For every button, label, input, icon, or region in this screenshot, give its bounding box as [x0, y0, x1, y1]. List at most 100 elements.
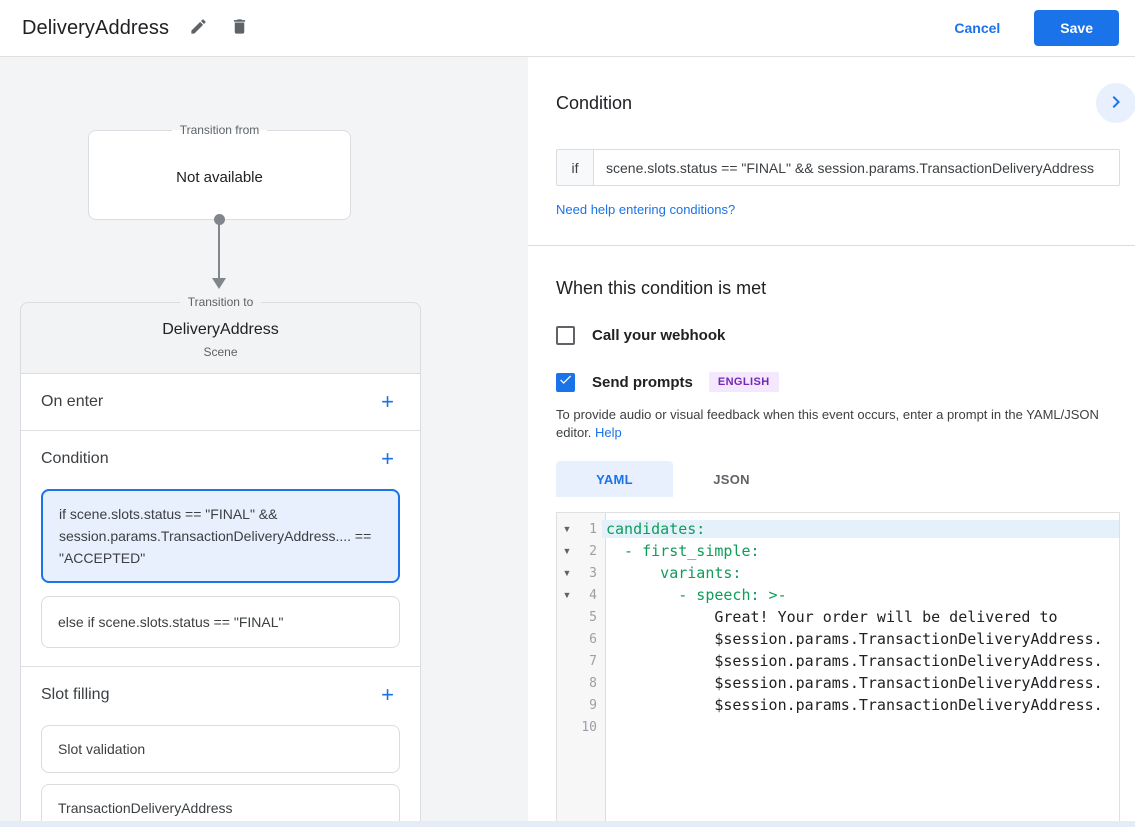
scene-card-body: On enter + Condition + if scene.slots.st… — [21, 374, 420, 827]
top-bar: DeliveryAddress Cancel Save — [0, 0, 1135, 57]
language-badge: ENGLISH — [708, 372, 779, 392]
slot-validation-card[interactable]: Slot validation — [41, 725, 400, 773]
webhook-row: Call your webhook — [556, 326, 1120, 345]
slot-filling-label: Slot filling — [41, 686, 110, 703]
on-enter-label: On enter — [41, 393, 104, 410]
code-line: 7 $session.params.TransactionDeliveryAdd… — [557, 650, 1119, 672]
scene-type: Scene — [203, 345, 238, 359]
line-number: 7 — [589, 653, 597, 669]
transition-to-label: Transition to — [187, 295, 254, 309]
page-title: DeliveryAddress — [22, 16, 170, 39]
condition-expression-input[interactable] — [594, 150, 1119, 185]
line-number: 4 — [589, 587, 597, 603]
send-prompts-row: Send prompts ENGLISH — [556, 372, 1120, 392]
call-webhook-checkbox[interactable] — [556, 326, 575, 345]
yaml-code-editor[interactable]: ▼ 1 candidates: ▼ 2 - first_simple: ▼ 3 … — [556, 512, 1120, 827]
line-number: 10 — [581, 719, 597, 735]
add-icon: + — [381, 682, 394, 707]
condition-section: Condition + — [21, 431, 420, 487]
tab-json[interactable]: JSON — [713, 471, 750, 487]
line-number: 6 — [589, 631, 597, 647]
call-webhook-label: Call your webhook — [592, 327, 726, 344]
slot-cards: Slot validation TransactionDeliveryAddre… — [21, 723, 420, 827]
add-condition-button[interactable]: + — [375, 447, 400, 471]
if-prefix: if — [557, 150, 594, 185]
check-icon — [558, 372, 573, 392]
send-prompts-checkbox[interactable] — [556, 372, 575, 392]
delete-scene-button[interactable] — [224, 11, 255, 45]
delete-icon — [230, 17, 249, 39]
condition-section-label: Condition — [41, 450, 109, 467]
code-text: - first_simple: — [606, 542, 760, 560]
add-on-enter-button[interactable]: + — [375, 390, 400, 414]
code-line: ▼ 1 candidates: — [557, 518, 1119, 540]
code-text: $session.params.TransactionDeliveryAddre… — [606, 674, 1103, 692]
line-number: 8 — [589, 675, 597, 691]
code-text: - speech: >- — [606, 586, 787, 604]
collapse-panel-button[interactable] — [1096, 83, 1135, 123]
add-icon: + — [381, 389, 394, 414]
line-number: 1 — [589, 521, 597, 537]
prompt-description: To provide audio or visual feedback when… — [556, 407, 1099, 440]
transition-from-box: Transition from Not available — [88, 123, 351, 220]
condition-help-link[interactable]: Need help entering conditions? — [556, 202, 736, 217]
code-text: $session.params.TransactionDeliveryAddre… — [606, 696, 1103, 714]
section-divider — [21, 666, 420, 667]
edit-icon — [189, 17, 208, 39]
code-line: 9 $session.params.TransactionDeliveryAdd… — [557, 694, 1119, 716]
fold-arrow-icon[interactable]: ▼ — [562, 524, 572, 534]
scene-flow-panel: Transition from Not available Transition… — [0, 57, 528, 827]
chevron-right-icon — [1104, 90, 1128, 117]
when-condition-heading: When this condition is met — [556, 278, 767, 298]
line-number: 3 — [589, 565, 597, 581]
panel-divider — [528, 245, 1135, 246]
line-number: 9 — [589, 697, 597, 713]
code-text: candidates: — [602, 520, 1119, 538]
fold-arrow-icon[interactable]: ▼ — [562, 590, 572, 600]
connector-arrow-icon — [212, 278, 226, 289]
editor-tabs: YAML JSON — [556, 461, 1120, 497]
code-line: ▼ 3 variants: — [557, 562, 1119, 584]
code-line: 10 — [557, 716, 1119, 738]
code-text: variants: — [606, 564, 742, 582]
editor-gutter — [557, 513, 606, 827]
code-line: ▼ 4 - speech: >- — [557, 584, 1119, 606]
on-enter-section: On enter + — [21, 374, 420, 430]
code-line: ▼ 2 - first_simple: — [557, 540, 1119, 562]
code-line: 8 $session.params.TransactionDeliveryAdd… — [557, 672, 1119, 694]
condition-cards: if scene.slots.status == "FINAL" && sess… — [21, 487, 420, 666]
edit-title-button[interactable] — [183, 11, 214, 45]
send-prompts-label: Send prompts — [592, 373, 693, 391]
line-number: 5 — [589, 609, 597, 625]
line-number: 2 — [589, 543, 597, 559]
scene-name: DeliveryAddress — [162, 321, 279, 338]
transition-from-label: Transition from — [179, 123, 260, 137]
connector-dot — [214, 214, 225, 225]
save-button[interactable]: Save — [1034, 10, 1119, 46]
condition-card-selected[interactable]: if scene.slots.status == "FINAL" && sess… — [41, 489, 400, 583]
code-text: Great! Your order will be delivered to — [606, 608, 1058, 626]
cancel-button[interactable]: Cancel — [938, 12, 1016, 44]
horizontal-scrollbar[interactable] — [0, 821, 1135, 827]
tab-yaml[interactable]: YAML — [556, 461, 673, 497]
fold-arrow-icon[interactable]: ▼ — [562, 568, 572, 578]
code-line: 5 Great! Your order will be delivered to — [557, 606, 1119, 628]
condition-expression-field: if — [556, 149, 1120, 186]
add-icon: + — [381, 446, 394, 471]
condition-editor-panel: Condition if Need help entering conditio… — [528, 57, 1135, 827]
code-line: 6 $session.params.TransactionDeliveryAdd… — [557, 628, 1119, 650]
fold-arrow-icon[interactable]: ▼ — [562, 546, 572, 556]
code-text: $session.params.TransactionDeliveryAddre… — [606, 630, 1103, 648]
transition-to-card: Transition to DeliveryAddress Scene On e… — [20, 295, 421, 827]
transition-from-content: Not available — [176, 169, 263, 186]
help-link[interactable]: Help — [595, 425, 622, 440]
connector-line — [218, 223, 220, 279]
slot-card[interactable]: TransactionDeliveryAddress — [41, 784, 400, 827]
code-text: $session.params.TransactionDeliveryAddre… — [606, 652, 1103, 670]
condition-heading: Condition — [556, 92, 633, 113]
add-slot-button[interactable]: + — [375, 683, 400, 707]
condition-card[interactable]: else if scene.slots.status == "FINAL" — [41, 596, 400, 648]
slot-filling-section: Slot filling + — [21, 667, 420, 723]
section-divider — [21, 430, 420, 431]
scene-header: DeliveryAddress Scene — [21, 309, 420, 374]
